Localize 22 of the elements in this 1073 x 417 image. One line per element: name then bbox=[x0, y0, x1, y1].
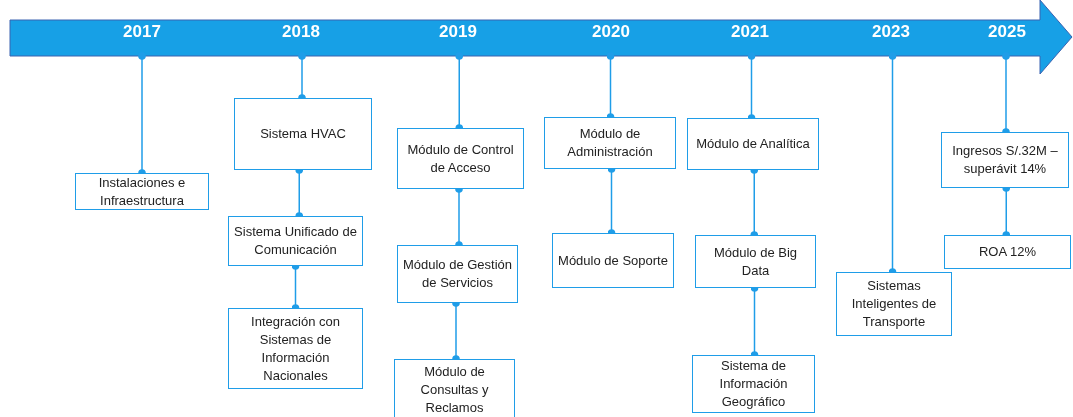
milestone-box: Módulo de Soporte bbox=[552, 233, 674, 288]
year-label: 2019 bbox=[428, 8, 488, 56]
milestone-box: Instalaciones e Infraestructura bbox=[75, 173, 209, 210]
year-label: 2025 bbox=[977, 8, 1037, 56]
milestone-box: Sistema Unificado de Comunicación bbox=[228, 216, 363, 266]
year-label: 2023 bbox=[861, 8, 921, 56]
year-label: 2017 bbox=[112, 8, 172, 56]
milestone-box: Sistema HVAC bbox=[234, 98, 372, 170]
milestone-box: Módulo de Big Data bbox=[695, 235, 816, 288]
year-label: 2020 bbox=[581, 8, 641, 56]
milestone-box: Módulo de Gestión de Servicios bbox=[397, 245, 518, 303]
year-label: 2021 bbox=[720, 8, 780, 56]
milestone-box: Módulo de Control de Acceso bbox=[397, 128, 524, 189]
milestone-box: Módulo de Analítica bbox=[687, 118, 819, 170]
milestone-box: Módulo de Administración bbox=[544, 117, 676, 169]
milestone-box: Sistemas Inteligentes de Transporte bbox=[836, 272, 952, 336]
milestone-box: Ingresos S/.32M – superávit 14% bbox=[941, 132, 1069, 188]
milestone-box: Módulo de Consultas y Reclamos bbox=[394, 359, 515, 417]
milestone-box: Sistema de Información Geográfico bbox=[692, 355, 815, 413]
milestone-box: Integración con Sistemas de Información Nacionales bbox=[228, 308, 363, 389]
milestone-box: ROA 12% bbox=[944, 235, 1071, 269]
year-label: 2018 bbox=[271, 8, 331, 56]
